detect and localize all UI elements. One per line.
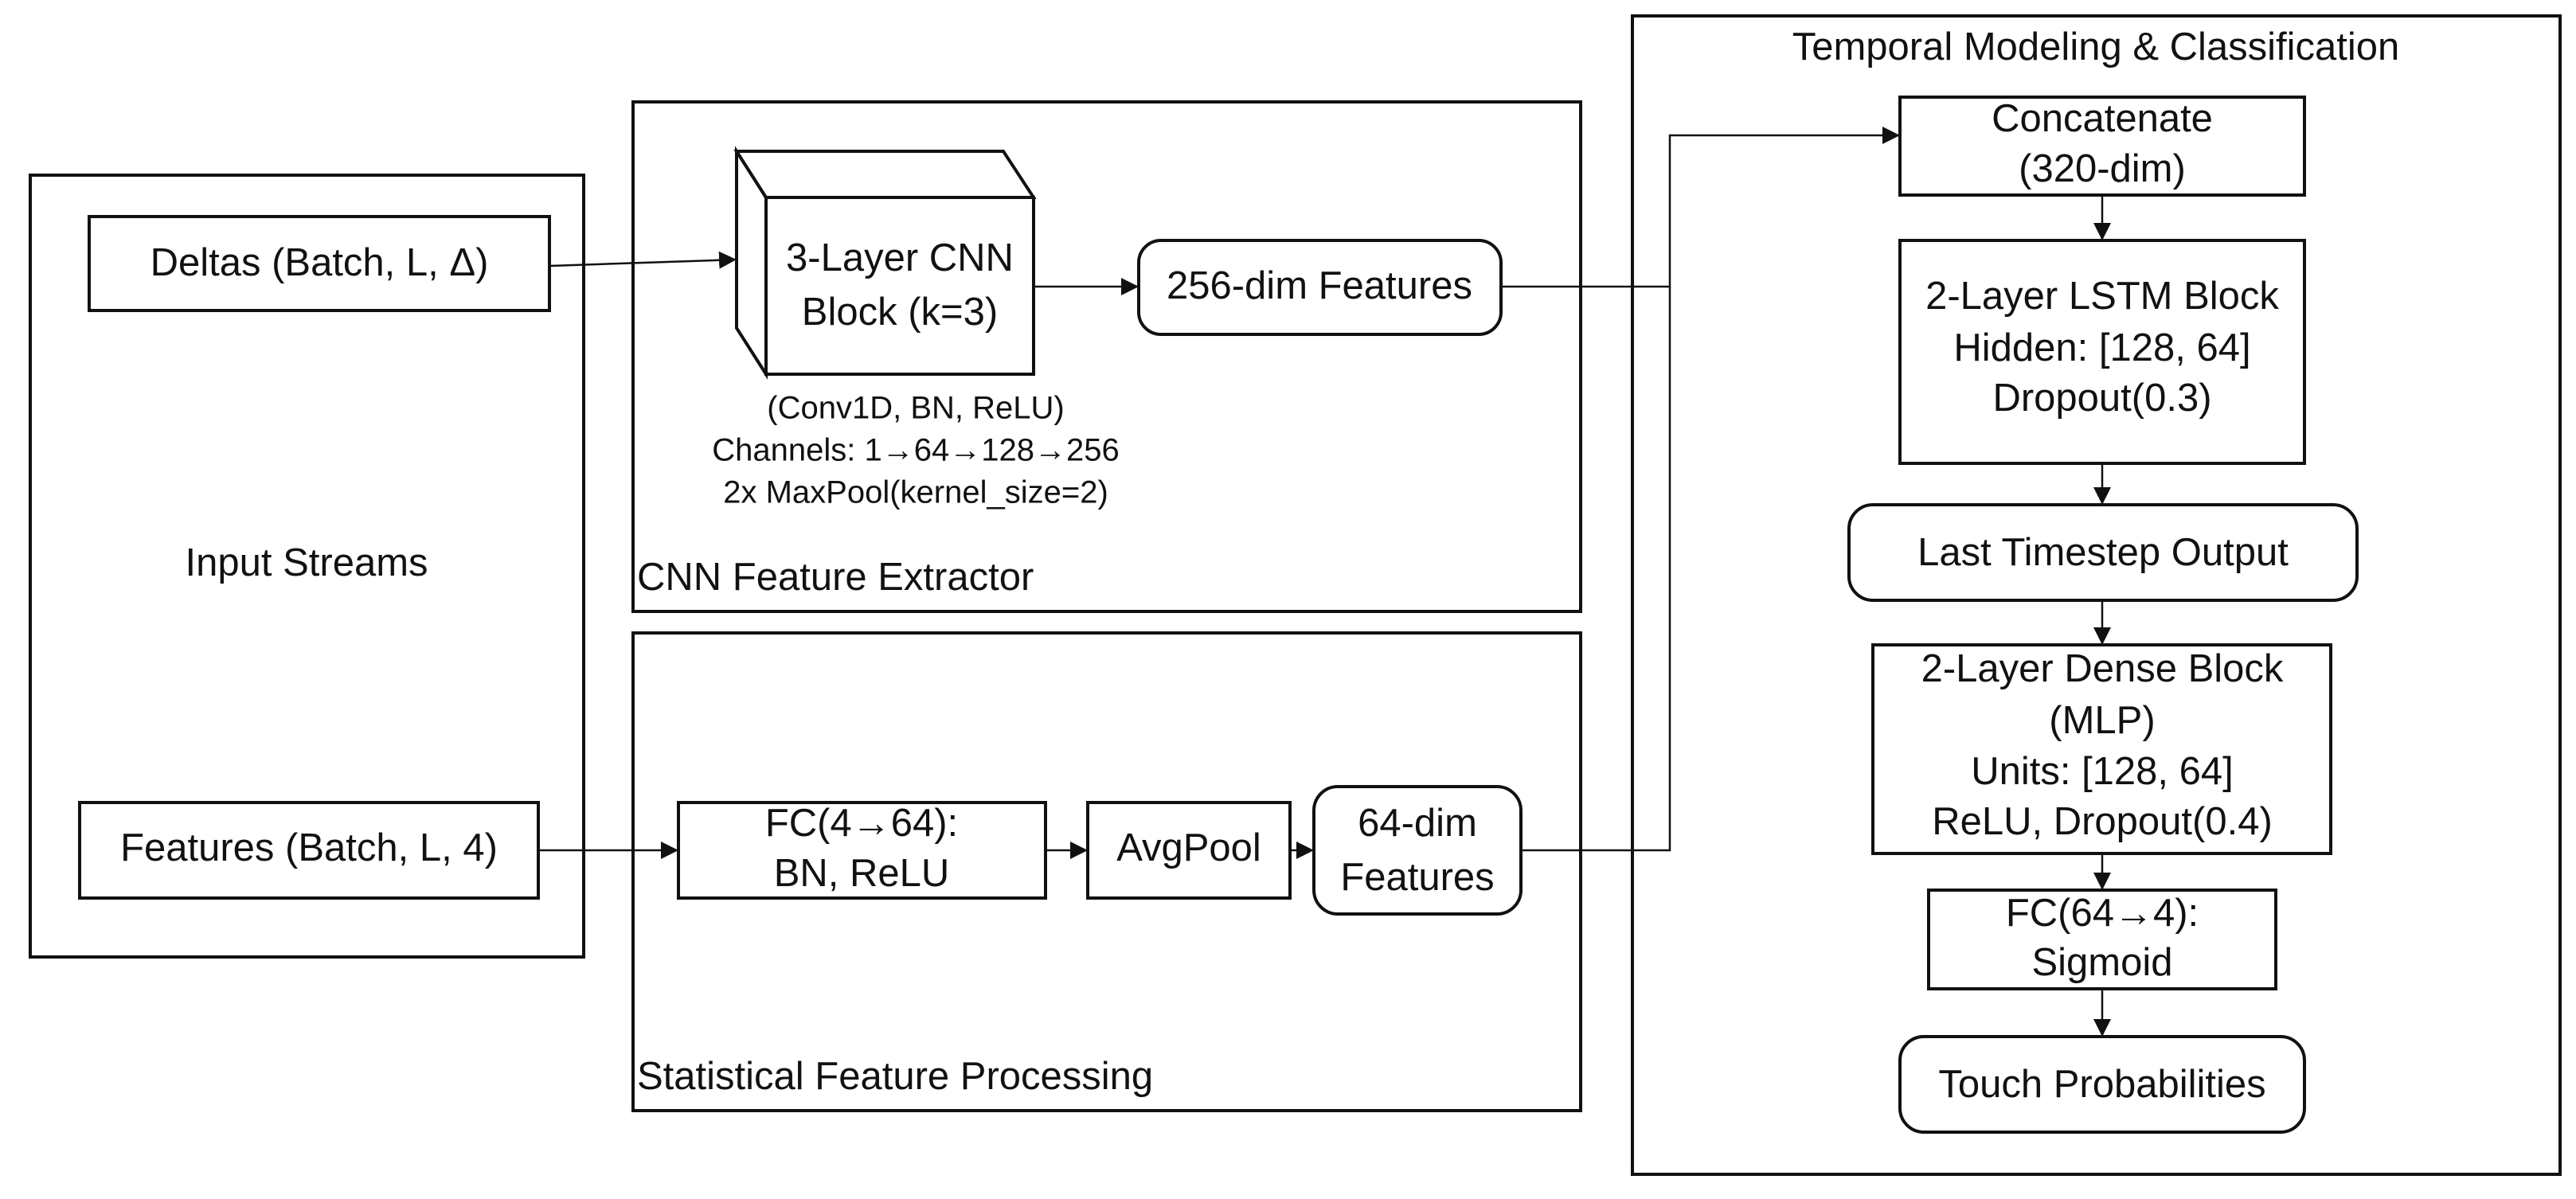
cnn-group [631, 100, 1582, 613]
dense-block-node [1871, 643, 2332, 855]
cnn-group-label: CNN Feature Extractor [637, 556, 1034, 599]
fc-input-label-1: FC(4→64): [765, 802, 958, 845]
dense-label-4: ReLU, Dropout(0.4) [1932, 800, 2273, 843]
dense-label-2: (MLP) [2049, 699, 2155, 742]
stat-group-label: Statistical Feature Processing [637, 1055, 1153, 1098]
cnn-note-line-2: Channels: 1→64→128→256 [712, 433, 1119, 468]
deltas-label: Deltas (Batch, L, Δ) [150, 241, 489, 284]
fc-output-label-1: FC(64→4): [2006, 892, 2199, 935]
lstm-label-1: 2-Layer LSTM Block [1925, 275, 2279, 318]
lstm-node [1898, 239, 2306, 465]
deltas-node [88, 215, 551, 312]
fc-output-label-2: Sigmoid [2031, 941, 2172, 984]
input-streams-group [29, 174, 585, 959]
avgpool-node [1086, 801, 1292, 900]
edge-64-to-concat [1521, 287, 1671, 852]
dense-label-1: 2-Layer Dense Block [1921, 647, 2284, 690]
concatenate-node [1898, 96, 2306, 197]
features-64-node [1312, 785, 1523, 916]
lstm-label-2: Hidden: [128, 64] [1953, 326, 2250, 369]
fc-input-node [677, 801, 1047, 900]
cnn-note-line-1: (Conv1D, BN, ReLU) [767, 391, 1064, 426]
last-timestep-node [1847, 503, 2359, 602]
touch-probabilities-label: Touch Probabilities [1938, 1063, 2265, 1106]
fc-input-label-2: BN, ReLU [774, 852, 950, 895]
temporal-group-label: Temporal Modeling & Classification [1792, 25, 2400, 68]
lstm-label-3: Dropout(0.3) [1992, 377, 2211, 420]
features-256-node [1137, 239, 1503, 336]
concatenate-label-1: Concatenate [1992, 97, 2213, 140]
edge-256-to-concat [1501, 127, 1900, 288]
fc-output-node [1927, 889, 2277, 990]
edge-deltas-to-cnn [549, 251, 737, 269]
input-streams-label: Input Streams [185, 541, 428, 584]
features-64-label-1: 64-dim [1358, 802, 1477, 845]
concatenate-label-2: (320-dim) [2019, 147, 2186, 190]
last-timestep-label: Last Timestep Output [1917, 531, 2289, 574]
stat-group [631, 631, 1582, 1112]
temporal-group [1631, 14, 2562, 1176]
features-64-label-2: Features [1340, 856, 1494, 899]
cnn-note-line-3: 2x MaxPool(kernel_size=2) [723, 475, 1108, 510]
touch-probabilities-node [1898, 1035, 2306, 1134]
avgpool-label: AvgPool [1116, 826, 1261, 869]
features-input-label: Features (Batch, L, 4) [120, 826, 498, 869]
features-input-node [78, 801, 540, 900]
cnn-block-label-1: 3-Layer CNN [786, 236, 1014, 279]
dense-label-3: Units: [128, 64] [1971, 750, 2234, 793]
features-256-label: 256-dim Features [1167, 264, 1472, 307]
cnn-block-label-2: Block (k=3) [802, 291, 998, 334]
cnn-block-node [733, 146, 1037, 380]
